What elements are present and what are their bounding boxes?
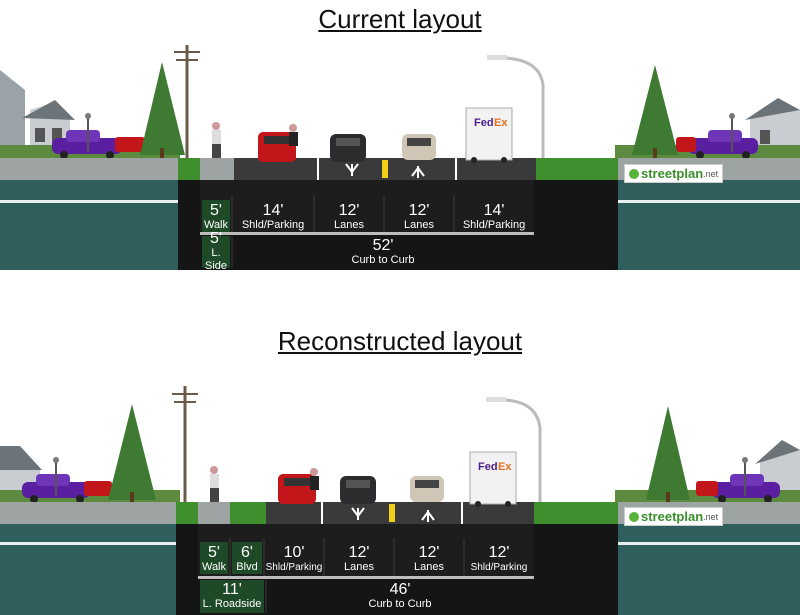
logo-text: streetplan <box>641 166 704 181</box>
segment-label: Shld/Parking <box>462 218 526 231</box>
pine-tree-icon <box>646 406 690 504</box>
arrow-down-icon <box>351 507 365 520</box>
streetplan-logo: streetplan.net <box>624 507 724 526</box>
segment-width: 14' <box>483 201 505 219</box>
current-scene: Fed Ex 5' Walk 14' Shld/P <box>0 40 800 275</box>
blvd-width: 6' <box>241 543 253 561</box>
utility-pole-icon <box>174 45 200 158</box>
segment-shoulder-right: 12' Shld/Parking <box>464 544 534 574</box>
segment-shoulder-left: 10' Shld/Parking <box>264 544 324 574</box>
segment-lane-right: 12' Lanes <box>394 544 464 574</box>
silver-car-icon <box>410 476 444 502</box>
segment-lane-left: 12' Lanes <box>324 544 394 574</box>
blvd-segment: 6' Blvd <box>230 544 264 574</box>
logo-suffix: .net <box>703 168 719 179</box>
red-truck-icon <box>676 137 696 152</box>
pine-tree-icon <box>108 404 156 504</box>
street-light-icon <box>486 397 542 502</box>
pedestrian-icon <box>212 122 221 158</box>
pine-tree-icon <box>632 65 678 160</box>
side-segment: 11' L. Roadside <box>198 581 266 612</box>
red-suv-icon <box>278 474 316 504</box>
red-truck-icon <box>115 137 145 152</box>
street-light-icon <box>487 55 545 158</box>
side-segment: 5' L. Side <box>200 231 232 273</box>
silver-car-icon <box>402 134 436 160</box>
segment-width: 12' <box>348 543 370 561</box>
side-width: 11' <box>222 581 242 598</box>
segment-label: Shld/Parking <box>470 561 528 573</box>
arrow-up-icon <box>411 166 425 178</box>
curb-to-curb-total: 52' Curb to Curb <box>232 237 534 267</box>
red-truck-icon <box>696 481 718 496</box>
side-width: 5' <box>210 230 222 247</box>
segment-width: 12' <box>408 201 430 219</box>
streetplan-logo-icon <box>629 168 639 179</box>
walk-label: Walk <box>201 560 227 573</box>
segment-width: 14' <box>262 201 284 219</box>
streetplan-logo: streetplan.net <box>624 164 724 183</box>
purple-car-icon <box>688 130 758 159</box>
side-label: L. Roadside <box>202 598 262 610</box>
total-label: Curb to Curb <box>351 253 415 266</box>
fedex-ex-text: Ex <box>498 461 512 473</box>
walk-segment: 5' Walk <box>200 202 232 232</box>
dark-car-icon <box>340 476 376 504</box>
dark-car-icon <box>330 134 366 162</box>
current-title: Current layout <box>318 4 482 34</box>
red-suv-icon <box>258 132 296 162</box>
fedex-fed-text: Fed <box>474 117 494 129</box>
walk-width: 5' <box>210 201 222 219</box>
pine-tree-icon <box>140 62 185 160</box>
logo-suffix: .net <box>703 511 719 522</box>
segment-lane-right: 12' Lanes <box>384 202 454 232</box>
segment-width: 12' <box>338 201 360 219</box>
segment-lane-left: 12' Lanes <box>314 202 384 232</box>
segment-label: Shld/Parking <box>241 218 305 231</box>
blvd-label: Blvd <box>236 560 258 573</box>
segment-width: 12' <box>418 543 440 561</box>
segment-label: Lanes <box>414 560 444 573</box>
arrow-down-icon <box>345 163 359 176</box>
current-street-illustration: Fed Ex <box>0 40 800 275</box>
utility-pole-icon <box>172 386 198 502</box>
segment-label: Lanes <box>334 218 364 231</box>
curb-to-curb-total: 46' Curb to Curb <box>266 581 534 612</box>
house-right-icon <box>745 98 800 155</box>
logo-text: streetplan <box>641 509 704 524</box>
red-truck-icon <box>84 481 112 496</box>
fedex-fed-text: Fed <box>478 461 498 473</box>
arrow-up-icon <box>421 510 435 522</box>
fedex-truck-icon: Fed Ex <box>469 451 517 507</box>
walk-width: 5' <box>208 543 220 561</box>
walk-label: Walk <box>203 218 229 231</box>
streetplan-logo-icon <box>629 511 639 522</box>
side-label: L. Side <box>204 247 228 272</box>
total-width: 46' <box>389 581 411 598</box>
pedestrian-icon <box>210 466 219 502</box>
segment-label: Shld/Parking <box>265 561 323 573</box>
pedestrian-icon <box>289 124 298 146</box>
fedex-ex-text: Ex <box>494 117 508 129</box>
walk-segment: 5' Walk <box>198 544 230 574</box>
segment-width: 12' <box>488 543 510 561</box>
pedestrian-icon <box>310 468 319 490</box>
segment-shoulder-right: 14' Shld/Parking <box>454 202 534 232</box>
fedex-truck-icon: Fed Ex <box>465 107 513 163</box>
reconstructed-scene: Fed Ex 5' Walk 6' Blvd 10' Shld/Pa <box>0 380 800 615</box>
segment-width: 10' <box>283 543 305 561</box>
reconstructed-title: Reconstructed layout <box>277 326 523 356</box>
segment-shoulder-left: 14' Shld/Parking <box>232 202 314 232</box>
reconstructed-street-illustration: Fed Ex <box>0 380 800 615</box>
total-label: Curb to Curb <box>368 598 432 610</box>
segment-label: Lanes <box>404 218 434 231</box>
segment-label: Lanes <box>344 560 374 573</box>
total-width: 52' <box>372 236 394 254</box>
